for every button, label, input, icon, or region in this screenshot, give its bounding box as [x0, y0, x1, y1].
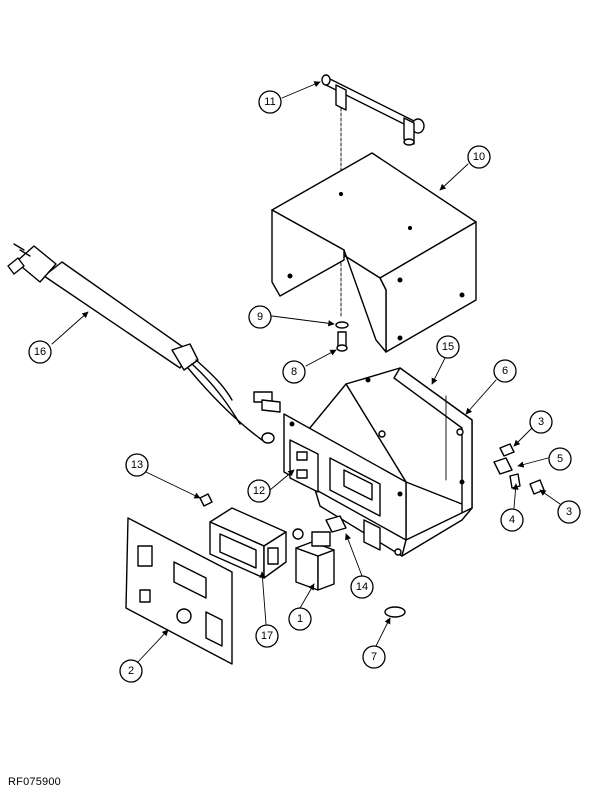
- outlet-plate-part: [283, 413, 407, 551]
- svg-text:7: 7: [371, 651, 377, 663]
- svg-text:16: 16: [34, 346, 46, 358]
- display-module-part: [209, 507, 287, 579]
- svg-text:14: 14: [356, 581, 368, 593]
- label-decal-part: [125, 517, 233, 665]
- svg-text:8: 8: [291, 366, 297, 378]
- drawing-number: RF075900: [8, 776, 61, 788]
- power-cord-part: [7, 243, 281, 444]
- callout-6: 6: [493, 359, 517, 383]
- handle-part: [321, 74, 425, 319]
- svg-text:6: 6: [502, 365, 508, 377]
- callout-11: 11: [258, 90, 282, 114]
- top-cover-part: [271, 152, 477, 353]
- svg-text:15: 15: [442, 341, 454, 353]
- svg-text:9: 9: [257, 311, 263, 323]
- callout-7: 7: [362, 645, 386, 669]
- callout-3-upper: 3: [529, 410, 553, 434]
- callout-17: 17: [255, 624, 279, 648]
- svg-text:2: 2: [128, 665, 134, 677]
- svg-text:11: 11: [264, 96, 275, 108]
- callout-8: 8: [282, 360, 306, 384]
- callout-15: 15: [436, 335, 460, 359]
- callout-2: 2: [119, 659, 143, 683]
- rubber-foot-part: [384, 606, 406, 618]
- svg-text:12: 12: [253, 485, 265, 497]
- callout-3-lower: 3: [557, 500, 581, 524]
- callout-10: 10: [467, 145, 491, 169]
- callout-13: 13: [125, 453, 149, 477]
- leader-lines: [51, 81, 561, 665]
- svg-text:3: 3: [566, 506, 572, 518]
- svg-text:13: 13: [131, 459, 143, 471]
- callout-5: 5: [548, 447, 572, 471]
- svg-text:10: 10: [473, 151, 485, 163]
- panel-screw-part: [199, 493, 213, 507]
- callout-9: 9: [248, 305, 272, 329]
- screw-and-washer: [335, 321, 349, 352]
- fastener-parts: [493, 443, 545, 495]
- callout-12: 12: [247, 479, 271, 503]
- svg-text:5: 5: [557, 453, 563, 465]
- svg-text:17: 17: [261, 630, 273, 642]
- svg-text:4: 4: [509, 514, 515, 526]
- svg-text:3: 3: [538, 416, 544, 428]
- switch-parts: [292, 515, 347, 591]
- callout-4: 4: [500, 508, 524, 532]
- callout-16: 16: [28, 340, 52, 364]
- callout-14: 14: [350, 575, 374, 599]
- callout-1: 1: [288, 607, 312, 631]
- svg-text:1: 1: [297, 613, 303, 625]
